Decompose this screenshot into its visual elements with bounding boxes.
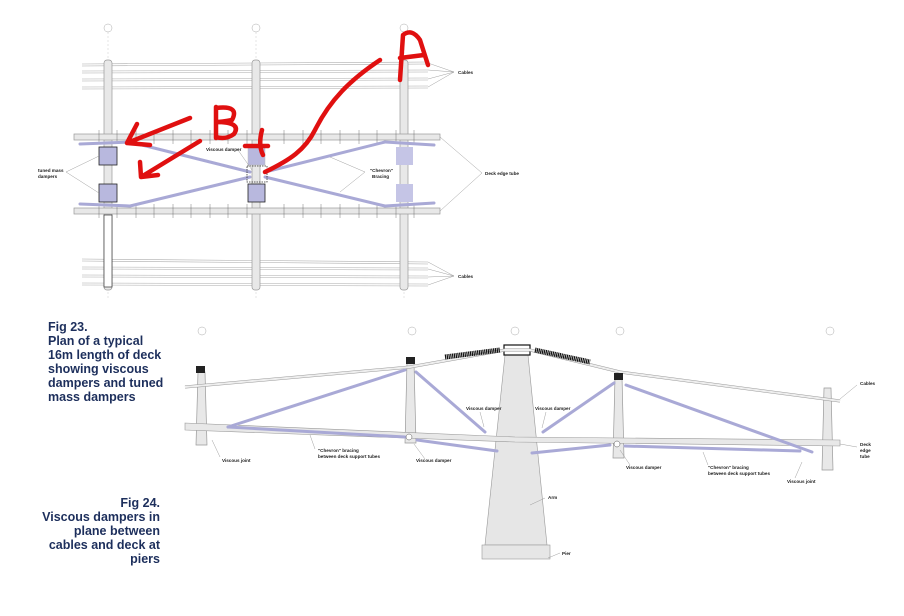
deck-edge-tube-bottom [73,207,441,215]
fig24-elevation: Viscous damper Viscous damper Viscous da… [184,326,876,560]
leader-lines-elevation [211,384,858,559]
label-viscous-joint-left: Viscous joint [222,458,251,463]
fig24-caption-line: cables and deck at [48,538,160,552]
fig23-caption-line: dampers and tuned [48,376,164,390]
label-chevron-right-1: "Chevron" bracing [708,465,749,470]
fig24-caption-line: Fig 24. [120,496,160,510]
label-viscous-joint-right: Viscous joint [787,479,816,484]
leader-lines [65,62,483,286]
label-cables-bottom: Cables [458,274,474,279]
fig23-caption-line: Plan of a typical [48,334,144,348]
label-chevron-left-1: "Chevron" bracing [318,448,359,453]
tuned-mass-dampers [98,146,413,203]
cable-clamps [444,347,591,365]
label-cables: Cables [860,381,876,386]
pier-base [481,544,551,560]
label-deck-edge-tube: Deck edge tube [485,171,519,176]
annotation-arrow-left [124,115,193,148]
fig24-caption: Fig 24. Viscous dampers in plane between… [42,496,160,566]
label-deck-3: tube [860,454,870,459]
annotation-arrow-down [137,138,203,180]
chevron-bracing [78,140,436,208]
label-chevron-right-2: between deck support tubes [708,471,770,476]
label-chevron-2: Bracing [372,174,389,179]
label-viscous-damper: Viscous damper [206,147,242,152]
fig23-caption: Fig 23. Plan of a typical 16m length of … [48,320,163,404]
fig24-caption-line: plane between [73,524,160,538]
label-viscous-damper-2: Viscous damper [535,406,571,411]
damper-braces [226,368,814,455]
annotation-b-letter [213,104,239,141]
deck-ticks [98,130,415,218]
annotation-a-pointer [262,57,383,175]
label-viscous-damper-4: Viscous damper [626,465,662,470]
hand-annotations [124,30,431,180]
label-viscous-damper-3: Viscous damper [416,458,452,463]
grid-markers-elevation [197,326,835,336]
annotation-arrow-right [242,127,271,158]
fig23-caption-line: showing viscous [48,362,149,376]
fig23-caption-line: Fig 23. [48,320,88,334]
towers [103,59,409,291]
fig24-caption-line: piers [130,552,160,566]
label-tuned-mass-dampers-1: tuned mass [38,168,64,173]
annotation-a-letter [397,30,431,83]
label-chevron-1: "Chevron" [370,168,393,173]
viscous-damper-plan [246,165,268,183]
label-deck-2: edge [860,448,871,453]
deck-edge-tube [184,422,841,447]
label-arm: Arm [548,495,557,500]
fig23-caption-line: 16m length of deck [48,348,162,362]
fig23-caption-line: mass dampers [48,390,136,404]
label-viscous-damper-1: Viscous damper [466,406,502,411]
fig24-caption-line: Viscous dampers in [42,510,160,524]
label-cables-top: Cables [458,70,474,75]
label-deck-1: Deck [860,442,871,447]
label-tuned-mass-dampers-2: dampers [38,174,58,179]
fig23-plan: Cables Cables tuned mass dampers Viscous… [38,23,519,300]
label-pier: Pier [562,551,571,556]
label-chevron-left-2: between deck support tubes [318,454,380,459]
